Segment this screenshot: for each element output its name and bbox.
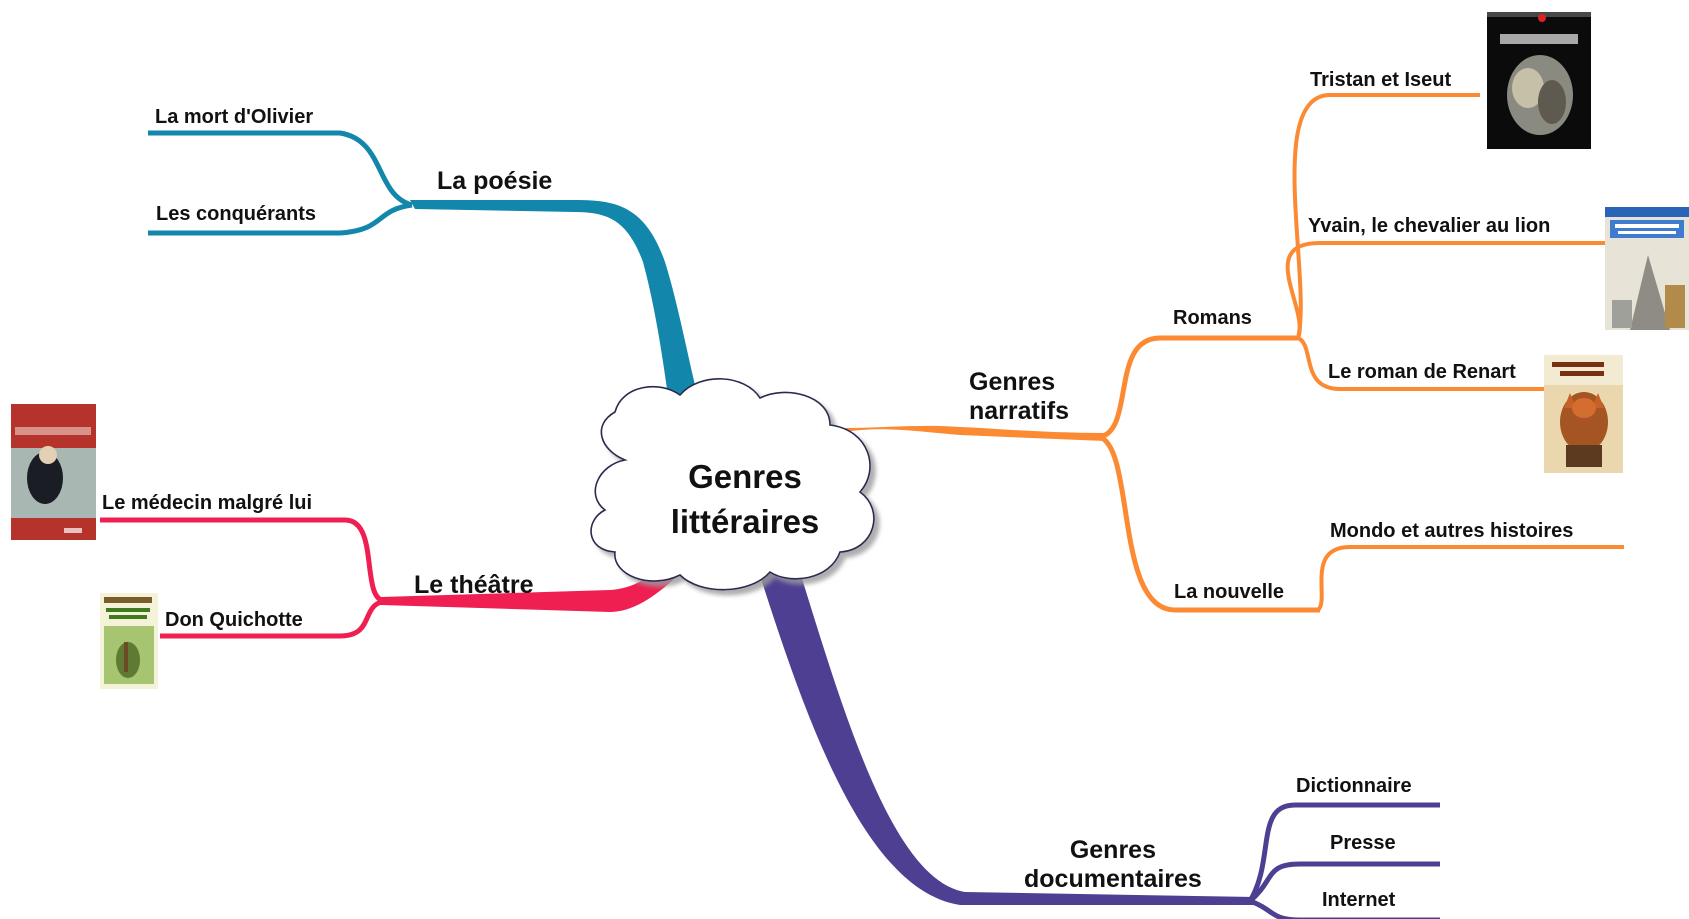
branch-documentaires-trunk — [755, 556, 1255, 905]
central-topic[interactable]: Genres littéraires — [635, 455, 855, 544]
documentaires-item-presse[interactable]: Presse — [1330, 832, 1396, 854]
branch-narratifs-line2: narratifs — [969, 396, 1070, 425]
branch-narratifs-line-romans — [1099, 335, 1300, 440]
branch-poesie-line-1 — [148, 130, 413, 208]
documentaires-item-internet[interactable]: Internet — [1322, 889, 1396, 911]
branch-romans-line-3 — [1296, 336, 1545, 391]
central-topic-line2: littéraires — [670, 502, 820, 540]
poesie-item-conquerants[interactable]: Les conquérants — [156, 203, 317, 225]
branch-poesie-label[interactable]: La poésie — [437, 167, 553, 195]
branch-documentaires-line-3 — [1249, 898, 1440, 919]
branch-theatre-line-2 — [160, 598, 386, 639]
romans-item-tristan[interactable]: Tristan et Iseut — [1310, 69, 1452, 91]
branch-documentaires-label[interactable]: Genres documentaires — [1024, 836, 1202, 894]
romans-item-renart[interactable]: Le roman de Renart — [1328, 361, 1516, 383]
theatre-item-medecin[interactable]: Le médecin malgré lui — [102, 492, 313, 514]
branch-theatre-trunk — [380, 548, 698, 612]
branch-poesie-line-2 — [148, 202, 413, 236]
branch-nouvelle-line-1 — [1316, 545, 1624, 612]
branch-narratifs-trunk — [838, 425, 1105, 441]
branch-documentaires — [755, 556, 1440, 919]
romans-item-yvain[interactable]: Yvain, le chevalier au lion — [1308, 215, 1551, 237]
central-topic-cloud — [590, 378, 875, 591]
book-cover-medecin — [11, 404, 96, 540]
branch-theatre-label[interactable]: Le théâtre — [414, 571, 534, 599]
book-cover-yvain — [1605, 207, 1689, 330]
branch-theatre — [100, 517, 698, 639]
branch-documentaires-line-1 — [1247, 802, 1440, 903]
branch-poesie — [148, 130, 705, 428]
poesie-item-mort-olivier[interactable]: La mort d'Olivier — [155, 106, 314, 128]
branch-narratifs-line1: Genres — [969, 368, 1056, 396]
central-topic-line1: Genres — [688, 458, 802, 495]
nouvelle-item-mondo[interactable]: Mondo et autres histoires — [1330, 520, 1574, 542]
book-cover-renart — [1544, 355, 1623, 473]
theatre-item-don-quichotte[interactable]: Don Quichotte — [165, 609, 303, 631]
branch-romans-line-1 — [1292, 93, 1480, 339]
branch-documentaires-line-2 — [1248, 861, 1440, 903]
branch-theatre-line-1 — [100, 517, 386, 604]
branch-documentaires-line2: documentaires — [1024, 864, 1202, 893]
book-cover-don-quichotte — [100, 593, 158, 689]
book-cover-tristan — [1487, 12, 1591, 149]
branch-narratifs-line-nouvelle — [1098, 434, 1320, 613]
branch-romans-line-2 — [1285, 241, 1606, 339]
documentaires-item-dictionnaire[interactable]: Dictionnaire — [1296, 775, 1412, 797]
narratifs-romans-label[interactable]: Romans — [1173, 307, 1252, 329]
branch-narratifs-label[interactable]: Genres narratifs — [969, 368, 1069, 426]
branch-documentaires-line1: Genres — [1069, 836, 1156, 864]
branch-narratifs — [838, 93, 1624, 613]
narratifs-nouvelle-label[interactable]: La nouvelle — [1174, 581, 1285, 603]
